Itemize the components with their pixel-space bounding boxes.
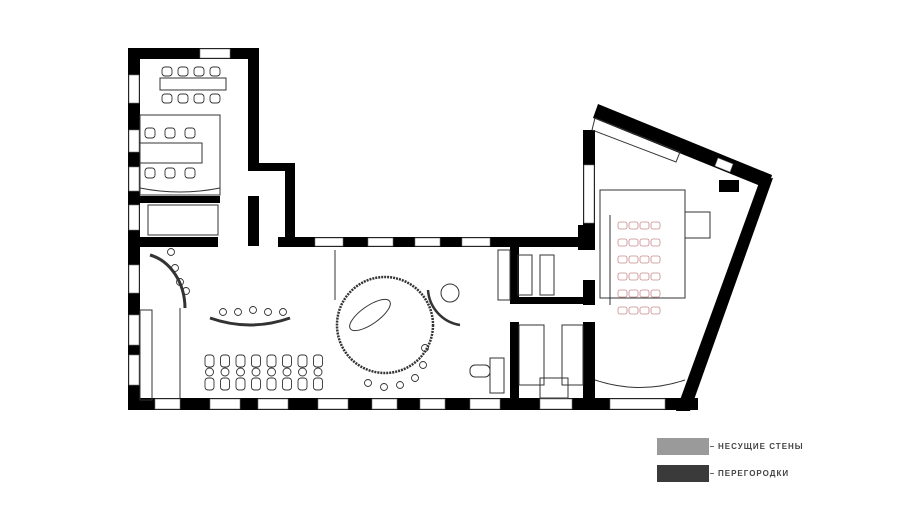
- chair: [209, 66, 221, 77]
- auditorium-seat: [639, 221, 650, 230]
- legend-tick: [710, 446, 714, 447]
- stool: [219, 308, 227, 316]
- chair: [164, 167, 176, 179]
- stool: [251, 367, 261, 377]
- auditorium-seat: [639, 306, 650, 315]
- chair: [204, 354, 215, 368]
- chair: [184, 167, 196, 179]
- legend-swatch-partitions: [657, 465, 709, 482]
- stool: [264, 308, 272, 316]
- auditorium-seat: [650, 306, 661, 315]
- chair: [235, 377, 246, 391]
- chair: [251, 377, 261, 391]
- auditorium-seat: [617, 289, 628, 298]
- chair: [282, 354, 292, 368]
- stool: [267, 367, 276, 377]
- chair: [313, 377, 323, 391]
- auditorium-seat: [639, 289, 650, 298]
- auditorium-seat: [628, 255, 639, 264]
- chair: [220, 354, 230, 368]
- chair: [235, 354, 246, 368]
- auditorium-seat: [628, 221, 639, 230]
- auditorium-seat: [617, 238, 628, 247]
- stool: [249, 306, 257, 314]
- chair: [193, 93, 205, 104]
- stool: [396, 381, 404, 389]
- auditorium-seat: [628, 238, 639, 247]
- chair: [204, 377, 215, 391]
- chair: [251, 354, 261, 368]
- stool: [279, 308, 287, 316]
- chair: [193, 66, 205, 77]
- stool: [167, 248, 175, 256]
- chair: [313, 354, 323, 368]
- auditorium-seat: [650, 272, 661, 281]
- auditorium-seat: [650, 238, 661, 247]
- stool: [176, 278, 184, 286]
- interior-partitions: [139, 77, 711, 401]
- stool: [421, 344, 429, 352]
- chair: [177, 93, 189, 104]
- stool: [282, 367, 292, 377]
- auditorium-seat: [617, 272, 628, 281]
- chair: [161, 66, 173, 77]
- auditorium-seat: [650, 221, 661, 230]
- stool: [171, 264, 179, 272]
- chair: [220, 377, 230, 391]
- seating: [144, 66, 429, 391]
- chair: [297, 354, 308, 368]
- legend-partitions: ПЕРЕГОРОДКИ: [657, 465, 789, 482]
- auditorium-seat: [617, 306, 628, 315]
- auditorium-seat: [639, 238, 650, 247]
- chair: [297, 377, 308, 391]
- stool: [364, 379, 372, 387]
- chair: [144, 167, 156, 179]
- load-bearing-walls: [128, 48, 773, 411]
- auditorium-seat: [639, 255, 650, 264]
- stool: [380, 383, 388, 391]
- stool: [411, 374, 419, 382]
- stool: [220, 367, 230, 377]
- chair: [266, 354, 277, 368]
- auditorium-seat: [617, 255, 628, 264]
- stool: [205, 367, 214, 377]
- chair: [209, 93, 221, 104]
- chair: [282, 377, 292, 391]
- auditorium-seat: [650, 289, 661, 298]
- auditorium-seat: [639, 272, 650, 281]
- chair: [161, 93, 173, 104]
- auditorium-seat: [628, 289, 639, 298]
- windows: [128, 48, 734, 410]
- chair: [266, 377, 277, 391]
- stool: [298, 367, 307, 377]
- auditorium-seat: [628, 306, 639, 315]
- stool: [313, 367, 323, 377]
- legend-tick: [710, 473, 714, 474]
- legend-load-bearing: НЕСУЩИЕ СТЕНЫ: [657, 438, 804, 455]
- auditorium-seat: [617, 221, 628, 230]
- legend-label-partitions: ПЕРЕГОРОДКИ: [718, 469, 790, 478]
- legend-swatch-load-bearing: [657, 438, 709, 455]
- legend-label-load-bearing: НЕСУЩИЕ СТЕНЫ: [718, 442, 804, 451]
- auditorium-seat: [650, 255, 661, 264]
- chair: [164, 127, 176, 139]
- stool: [236, 367, 245, 377]
- stool: [234, 308, 242, 316]
- auditorium-seat: [628, 272, 639, 281]
- chair: [184, 127, 196, 139]
- chair: [177, 66, 189, 77]
- stool: [419, 361, 427, 369]
- stool: [182, 287, 190, 295]
- chair: [144, 127, 156, 139]
- auditorium-seats: [617, 221, 661, 315]
